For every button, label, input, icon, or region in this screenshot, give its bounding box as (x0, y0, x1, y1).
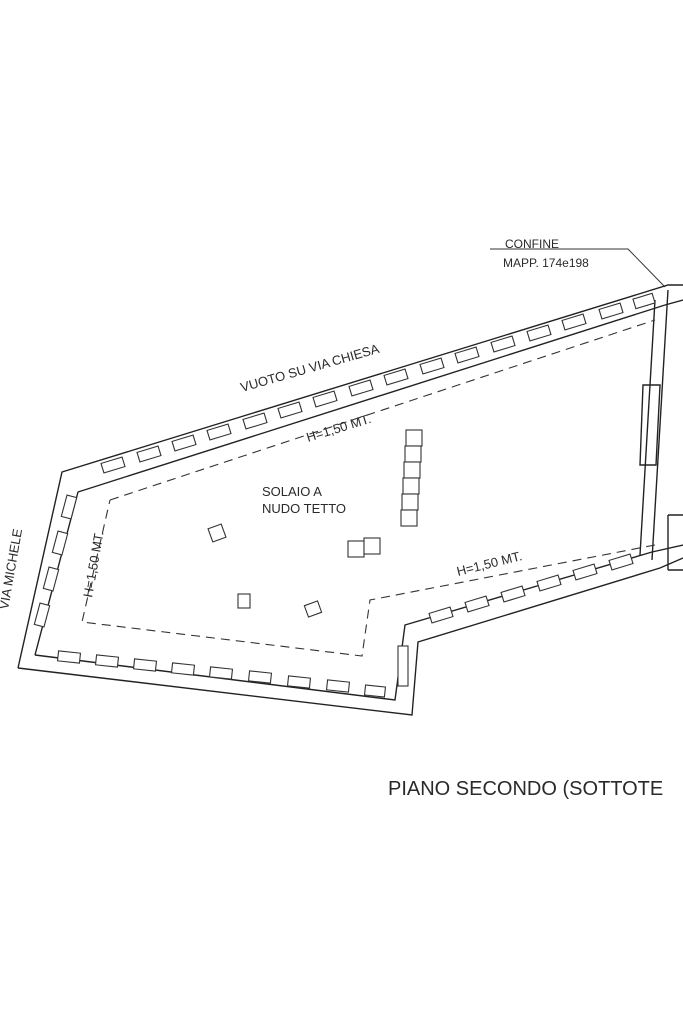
bottom-wall-blocks (56, 645, 409, 698)
pillar-blocks (207, 523, 381, 618)
boundary-leader-line (490, 248, 666, 288)
height-limit-dashed-line (81, 319, 656, 657)
bottom-right-wall-blocks (428, 553, 634, 624)
height-label-left: H=1,50 MT. (80, 530, 106, 598)
boundary-label-line2: MAPP. 174e198 (503, 256, 589, 270)
room-label-line1: SOLAIO A (262, 484, 322, 499)
height-label-bottom: H=1,50 MT. (455, 548, 523, 579)
top-wall-blocks (100, 292, 656, 474)
street-label-left: VIA MICHELE (0, 527, 25, 610)
floor-title: PIANO SECONDO (SOTTOTE (388, 778, 663, 800)
left-wall-blocks (33, 494, 78, 628)
right-wall-recess (639, 384, 661, 466)
boundary-label-line1: CONFINE (505, 237, 559, 251)
room-label-line2: NUDO TETTO (262, 501, 346, 516)
right-wall (639, 289, 683, 571)
chimney-stack (400, 429, 423, 527)
